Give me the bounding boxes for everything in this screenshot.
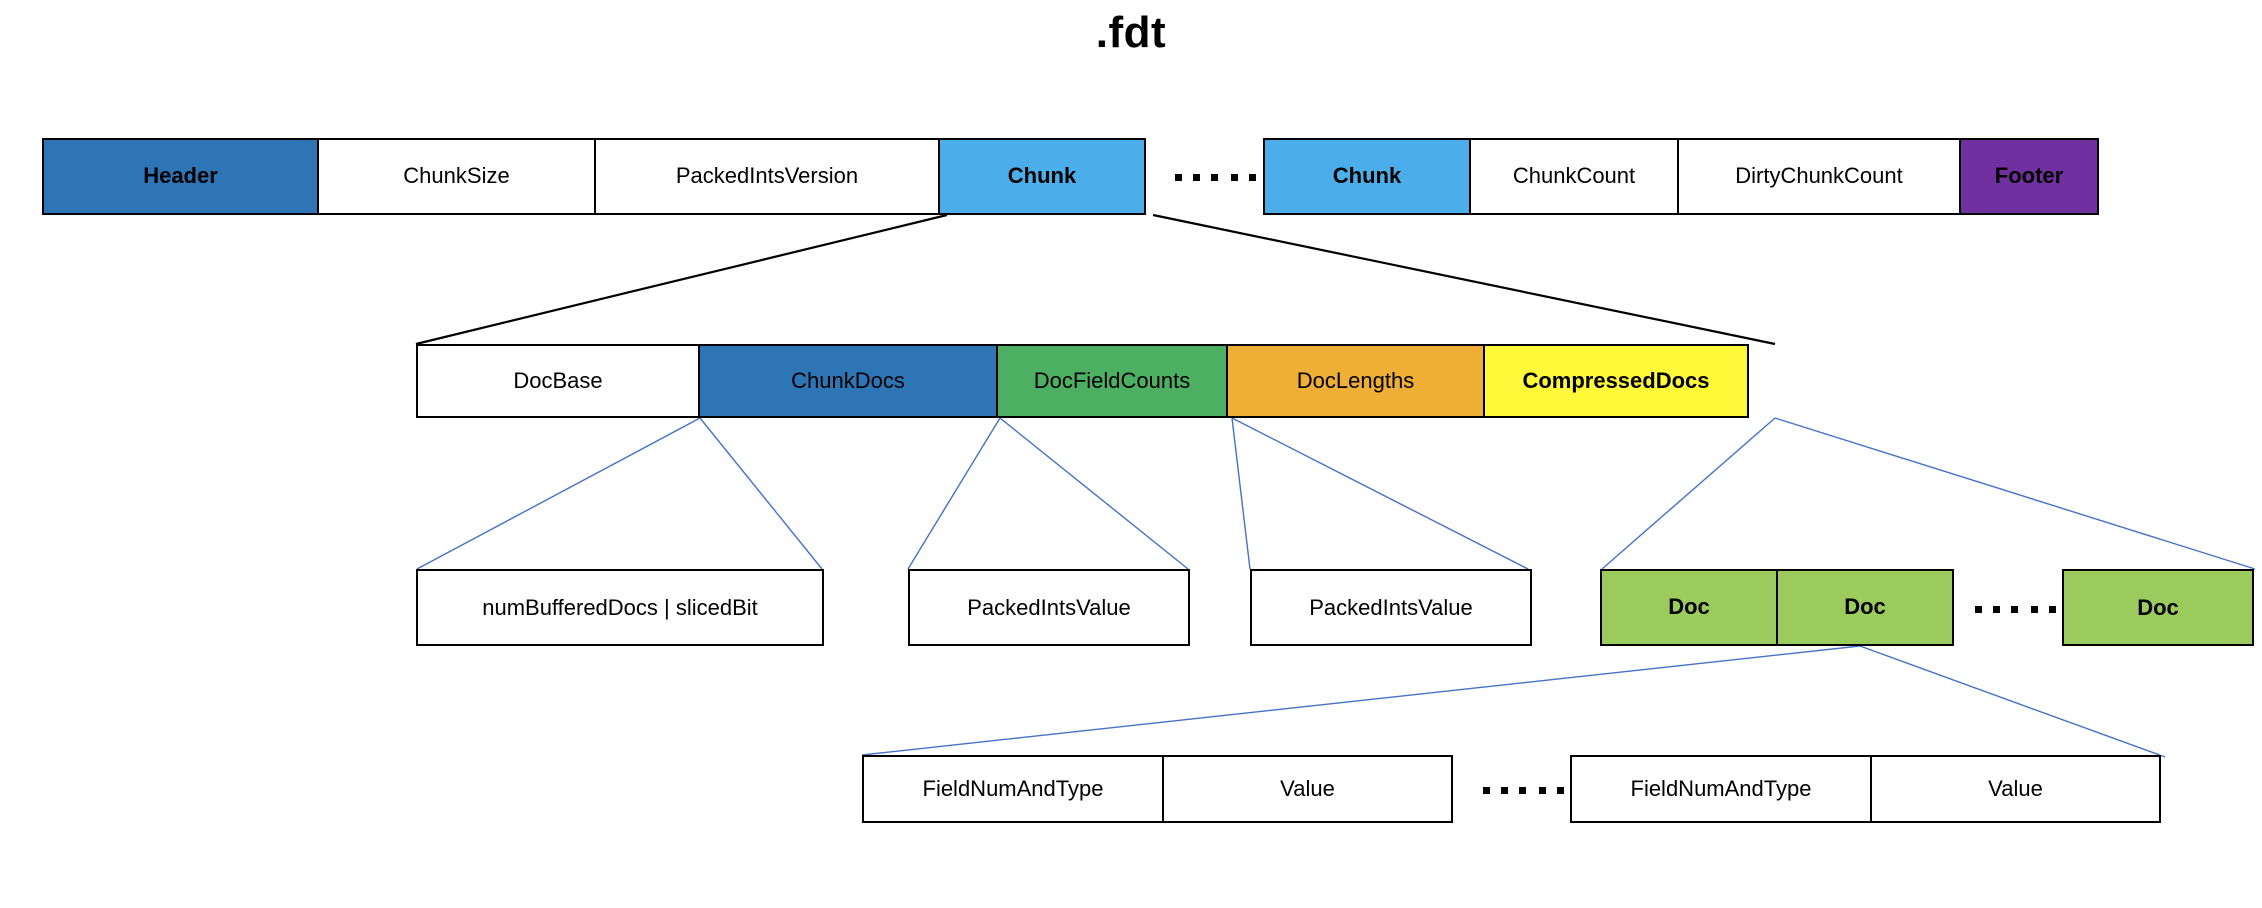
chunk-breakdown-row: DocBase ChunkDocs DocFieldCounts DocLeng… bbox=[416, 344, 1749, 418]
ellipsis-group-a bbox=[1175, 173, 1218, 181]
file-cell-chunkcount[interactable]: ChunkCount bbox=[1469, 138, 1679, 215]
ellipsis-dot bbox=[2031, 605, 2038, 613]
file-cell-packedintsversion[interactable]: PackedIntsVersion bbox=[594, 138, 940, 215]
field-detail-links bbox=[416, 417, 2256, 570]
ellipsis-dot bbox=[1993, 605, 2000, 613]
ellipsis-dot bbox=[1539, 786, 1546, 794]
doc-cell-value-1[interactable]: Value bbox=[1162, 755, 1453, 823]
doc-box-2[interactable]: Doc bbox=[1776, 569, 1954, 646]
ellipsis-dot bbox=[2049, 605, 2056, 613]
ellipsis-dot bbox=[1211, 173, 1218, 181]
doc-box-last[interactable]: Doc bbox=[2062, 569, 2254, 646]
ellipsis-dot bbox=[2011, 605, 2018, 613]
detail-box-numbuffereddocs[interactable]: numBufferedDocs | slicedBit bbox=[416, 569, 824, 646]
doc-field-row-right: FieldNumAndType Value bbox=[1570, 755, 2161, 823]
ellipsis-dot bbox=[1483, 786, 1490, 794]
ellipsis-dot bbox=[1231, 173, 1238, 181]
file-row-ellipsis bbox=[1175, 172, 1274, 182]
file-cell-chunk-first[interactable]: Chunk bbox=[938, 138, 1146, 215]
chunk-cell-compresseddocs[interactable]: CompressedDocs bbox=[1483, 344, 1749, 418]
chunk-cell-chunkdocs[interactable]: ChunkDocs bbox=[698, 344, 998, 418]
chunk-expansion-links bbox=[415, 213, 1776, 346]
ellipsis-group-a bbox=[1483, 786, 1526, 794]
fdt-file-row-right: Chunk ChunkCount DirtyChunkCount Footer bbox=[1263, 138, 2099, 215]
doc-field-row-ellipsis bbox=[1483, 785, 1582, 795]
ellipsis-group-a bbox=[1975, 605, 2018, 613]
ellipsis-dot bbox=[1501, 786, 1508, 794]
file-cell-dirtychunkcount[interactable]: DirtyChunkCount bbox=[1677, 138, 1961, 215]
fdt-file-row-left: Header ChunkSize PackedIntsVersion Chunk bbox=[42, 138, 1146, 215]
chunk-cell-docfieldcounts[interactable]: DocFieldCounts bbox=[996, 344, 1228, 418]
doc-cell-fieldnumandtype-2[interactable]: FieldNumAndType bbox=[1570, 755, 1872, 823]
doc-box-1[interactable]: Doc bbox=[1600, 569, 1778, 646]
doc-cell-fieldnumandtype-1[interactable]: FieldNumAndType bbox=[862, 755, 1164, 823]
file-cell-chunk-last[interactable]: Chunk bbox=[1263, 138, 1471, 215]
chunk-cell-doclengths[interactable]: DocLengths bbox=[1226, 344, 1485, 418]
doc-cell-value-2[interactable]: Value bbox=[1870, 755, 2161, 823]
page-title: .fdt bbox=[1095, 8, 1167, 57]
ellipsis-dot bbox=[1557, 786, 1564, 794]
file-cell-header[interactable]: Header bbox=[42, 138, 319, 215]
ellipsis-dot bbox=[1249, 173, 1256, 181]
doc-list-ellipsis bbox=[1975, 604, 2074, 614]
ellipsis-dot bbox=[1193, 173, 1200, 181]
doc-list-row-left: Doc Doc bbox=[1600, 569, 1954, 646]
detail-box-packedintsvalue-2[interactable]: PackedIntsValue bbox=[1250, 569, 1532, 646]
chunk-cell-docbase[interactable]: DocBase bbox=[416, 344, 700, 418]
doc-expansion-links bbox=[861, 645, 2166, 758]
ellipsis-dot bbox=[1519, 786, 1526, 794]
doc-field-row-left: FieldNumAndType Value bbox=[862, 755, 1453, 823]
ellipsis-dot bbox=[1975, 605, 1982, 613]
ellipsis-dot bbox=[1175, 173, 1182, 181]
detail-box-packedintsvalue-1[interactable]: PackedIntsValue bbox=[908, 569, 1190, 646]
file-cell-footer[interactable]: Footer bbox=[1959, 138, 2099, 215]
file-cell-chunksize[interactable]: ChunkSize bbox=[317, 138, 596, 215]
